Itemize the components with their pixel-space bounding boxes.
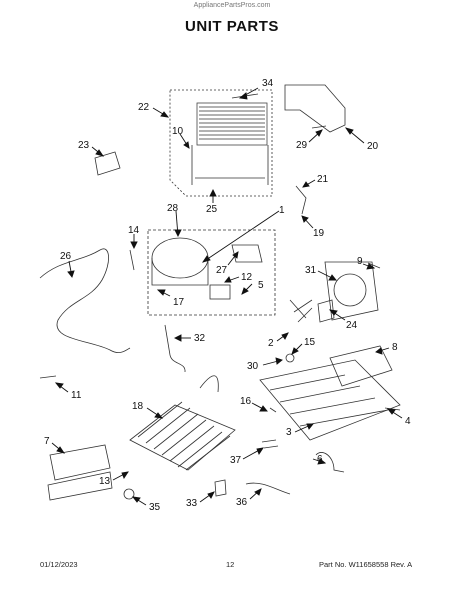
callout-33: 33 — [186, 498, 198, 509]
callout-12: 12 — [241, 272, 253, 283]
callout-17: 17 — [173, 297, 185, 308]
callout-24: 24 — [346, 320, 358, 331]
callout-5: 5 — [258, 280, 264, 291]
callout-20: 20 — [367, 141, 379, 152]
callout-23: 23 — [78, 140, 90, 151]
footer-page-number: 12 — [226, 560, 235, 569]
callout-4: 4 — [405, 416, 411, 427]
callout-31: 31 — [305, 265, 317, 276]
callout-15: 15 — [304, 337, 316, 348]
callout-37: 37 — [230, 455, 242, 466]
page-title: UNIT PARTS — [185, 18, 279, 35]
callout-30: 30 — [247, 361, 259, 372]
callout-19: 19 — [313, 228, 325, 239]
callout-29: 29 — [296, 140, 308, 151]
callout-16: 16 — [240, 396, 252, 407]
callout-34: 34 — [262, 78, 274, 89]
footer-date: 01/12/2023 — [40, 560, 78, 569]
callout-25: 25 — [206, 204, 218, 215]
callout-18: 18 — [132, 401, 144, 412]
callout-36: 36 — [236, 497, 248, 508]
callout-13: 13 — [99, 476, 111, 487]
callout-10: 10 — [172, 126, 184, 137]
callout-2: 2 — [268, 338, 274, 349]
callout-22: 22 — [138, 102, 150, 113]
callout-1: 1 — [279, 205, 285, 216]
callout-14: 14 — [128, 225, 140, 236]
callout-26: 26 — [60, 251, 72, 262]
callout-35: 35 — [149, 502, 161, 513]
callout-6: 6 — [317, 454, 323, 465]
callout-3: 3 — [286, 427, 292, 438]
watermark: AppliancePartsPros.com — [193, 2, 271, 9]
callout-21: 21 — [317, 174, 329, 185]
callout-28: 28 — [167, 203, 179, 214]
callout-9: 9 — [357, 256, 363, 267]
callout-32: 32 — [194, 333, 206, 344]
callout-8: 8 — [392, 342, 398, 353]
callout-7: 7 — [44, 436, 50, 447]
footer-part-number: Part No. W11658558 Rev. A — [319, 560, 413, 569]
callout-11: 11 — [71, 390, 82, 401]
callout-27: 27 — [216, 265, 228, 276]
